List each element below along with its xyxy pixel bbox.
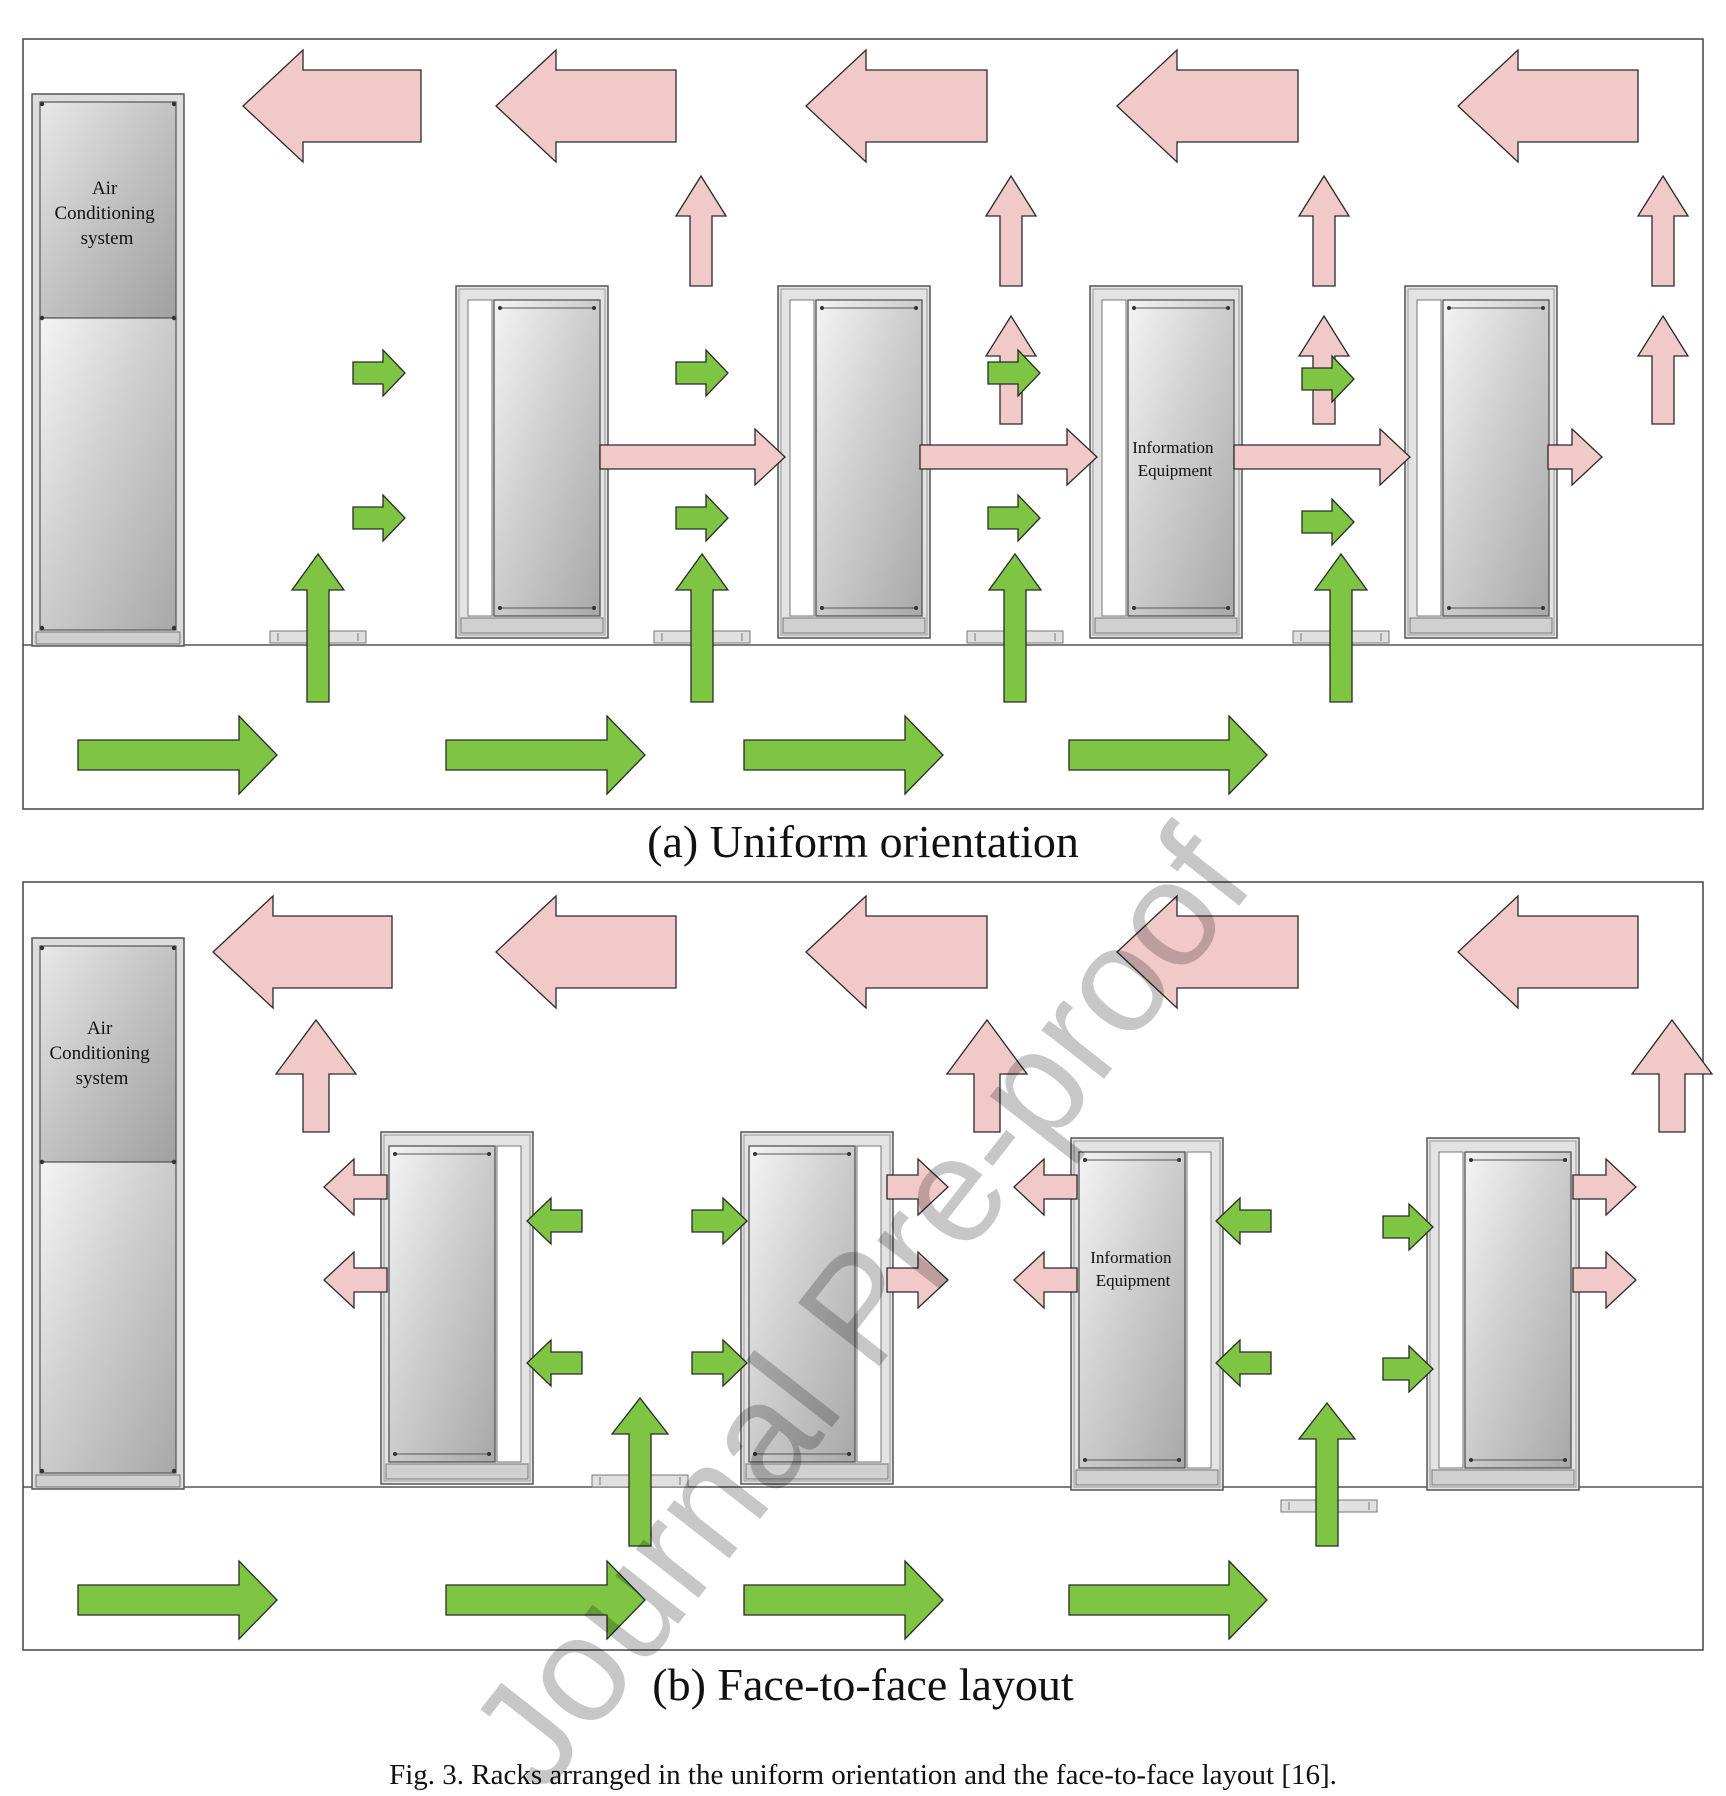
cold-inlet-arrow-b-1 <box>526 1196 583 1246</box>
rack-a-2 <box>777 285 931 639</box>
hot-flow-arrow-a-1 <box>599 427 786 487</box>
cold-rise-arrow-a-1 <box>290 552 346 703</box>
hot-return-arrow-b-1 <box>212 894 393 1010</box>
rack-b-1 <box>380 1131 534 1485</box>
cold-floor-arrow-b-4 <box>1068 1559 1268 1641</box>
cold-inlet-arrow-a-5 <box>987 348 1041 398</box>
rack-b-3 <box>1070 1137 1224 1491</box>
hot-exhaust-arrow-b-5 <box>1013 1157 1078 1217</box>
cold-floor-arrow-b-1 <box>77 1559 278 1641</box>
hot-rise-arrow-a-4 <box>1297 174 1351 287</box>
hot-rise-arrow-a-2 <box>984 174 1038 287</box>
cold-inlet-arrow-a-3 <box>675 348 729 398</box>
cold-inlet-arrow-b-8 <box>1382 1344 1434 1394</box>
hot-exhaust-arrow-b-1 <box>323 1157 388 1217</box>
cold-inlet-arrow-a-7 <box>1301 354 1355 404</box>
hot-rise-arrow-b-3 <box>1630 1018 1714 1133</box>
cold-inlet-arrow-b-2 <box>526 1338 583 1388</box>
cold-rise-arrow-a-3 <box>987 552 1043 703</box>
panel-b: Air Conditioning system Information Equi… <box>22 881 1714 1651</box>
hot-rise-arrow-a-7 <box>1636 314 1690 425</box>
hot-exhaust-arrow-b-8 <box>1572 1250 1637 1310</box>
cold-inlet-arrow-a-4 <box>675 493 729 543</box>
cold-rise-arrow-a-4 <box>1313 552 1369 703</box>
hot-rise-arrow-b-1 <box>274 1018 358 1133</box>
cold-inlet-arrow-b-5 <box>1215 1196 1272 1246</box>
rack-a-3 <box>1089 285 1243 639</box>
hot-return-arrow-a-5 <box>1457 48 1639 164</box>
cold-inlet-arrow-b-7 <box>1382 1202 1434 1252</box>
panel-b-equipment-label: Information Equipment <box>1090 1248 1175 1290</box>
hot-exhaust-arrow-b-3 <box>886 1157 949 1217</box>
figure-caption: Fig. 3. Racks arranged in the uniform or… <box>389 1759 1337 1791</box>
cold-rise-arrow-b-2 <box>1297 1401 1357 1547</box>
rack-b-4 <box>1426 1137 1580 1491</box>
cold-inlet-arrow-b-6 <box>1215 1338 1272 1388</box>
cold-floor-arrow-a-2 <box>445 714 646 796</box>
hot-rise-arrow-b-2 <box>945 1018 1029 1133</box>
panel-b-ac-label: Air Conditioning system <box>49 1018 154 1089</box>
hot-return-arrow-a-4 <box>1116 48 1299 164</box>
cold-inlet-arrow-b-3 <box>691 1196 748 1246</box>
panel-a: Air Conditioning system Information Equi… <box>22 38 1704 810</box>
cold-rise-arrow-b-1 <box>610 1396 670 1547</box>
panel-a-equipment-label: Information Equipment <box>1132 438 1217 480</box>
hot-exhaust-arrow-b-7 <box>1572 1157 1637 1217</box>
hot-rise-arrow-a-1 <box>674 174 728 287</box>
hot-return-arrow-b-3 <box>805 894 988 1010</box>
hot-return-arrow-a-2 <box>495 48 677 164</box>
hot-return-arrow-a-3 <box>805 48 988 164</box>
cold-inlet-arrow-a-2 <box>352 493 406 543</box>
panel-a-title: (a) Uniform orientation <box>647 816 1079 867</box>
hot-exhaust-arrow-b-2 <box>323 1250 388 1310</box>
hot-return-arrow-b-4 <box>1116 894 1299 1010</box>
rack-a-1 <box>455 285 609 639</box>
cold-floor-arrow-b-3 <box>743 1559 944 1641</box>
cold-rise-arrow-a-2 <box>674 552 730 703</box>
hot-exhaust-arrow-b-4 <box>886 1250 949 1310</box>
hot-flow-arrow-a-2 <box>919 427 1098 487</box>
hot-rise-arrow-a-6 <box>1636 174 1690 287</box>
rack-b-2 <box>740 1131 894 1485</box>
hot-exhaust-arrow-b-6 <box>1013 1250 1078 1310</box>
cold-inlet-arrow-a-8 <box>1301 497 1355 547</box>
hot-return-arrow-a-1 <box>242 48 422 164</box>
ac-unit-a <box>31 93 185 647</box>
hot-flow-arrow-a-3 <box>1233 427 1411 487</box>
rack-a-4 <box>1404 285 1558 639</box>
hot-return-arrow-b-5 <box>1457 894 1639 1010</box>
cold-floor-arrow-b-2 <box>445 1559 646 1641</box>
cold-floor-arrow-a-1 <box>77 714 278 796</box>
cold-inlet-arrow-b-4 <box>691 1338 748 1388</box>
cold-inlet-arrow-a-6 <box>987 493 1041 543</box>
cold-inlet-arrow-a-1 <box>352 348 406 398</box>
panel-a-ac-label: Air Conditioning system <box>54 178 159 249</box>
ac-unit-b <box>31 937 185 1490</box>
hot-return-arrow-b-2 <box>495 894 677 1010</box>
panel-b-title: (b) Face-to-face layout <box>652 1659 1074 1710</box>
cold-floor-arrow-a-4 <box>1068 714 1268 796</box>
cold-floor-arrow-a-3 <box>743 714 944 796</box>
hot-flow-arrow-a-4 <box>1547 427 1603 487</box>
